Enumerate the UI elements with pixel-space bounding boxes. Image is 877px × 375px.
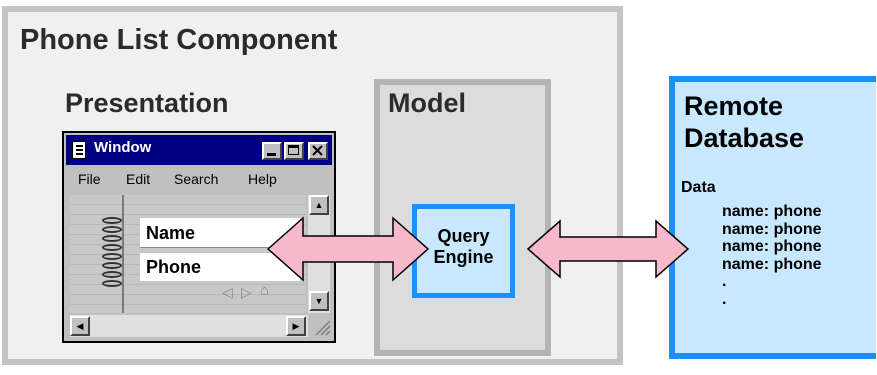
db-title-line-1: Remote (684, 91, 784, 121)
presentation-title: Presentation (65, 88, 229, 118)
db-record: name: phone (722, 255, 822, 273)
window-menubar: File Edit Search Help (66, 167, 332, 191)
name-field[interactable]: Name (140, 218, 300, 248)
db-record: name: phone (722, 238, 822, 256)
home-icon[interactable]: ⌂ (260, 282, 270, 299)
model-title: Model (388, 88, 466, 118)
scroll-up-icon[interactable]: ▲ (309, 195, 329, 215)
phone-field[interactable]: Phone (140, 253, 300, 281)
db-record: . (722, 290, 727, 308)
menu-icon[interactable] (72, 141, 86, 159)
db-record: name: phone (722, 203, 822, 220)
remote-database-title: Remote Database (684, 90, 804, 154)
menu-file[interactable]: File (78, 171, 101, 187)
scroll-left-icon[interactable]: ◀ (70, 316, 90, 336)
db-record: name: phone (722, 220, 822, 238)
maximize-icon[interactable] (284, 142, 304, 160)
nav-right-icon[interactable]: ▷ (241, 284, 252, 300)
db-records-list: name: phone name: phone name: phone name… (722, 203, 822, 309)
window-title: Window (94, 139, 152, 156)
close-icon[interactable] (308, 142, 328, 160)
query-engine-label: Query Engine (417, 226, 510, 268)
db-title-line-2: Database (684, 123, 805, 153)
menu-help[interactable]: Help (248, 171, 277, 187)
binder-rings-icon (100, 217, 124, 291)
query-engine-line-2: Engine (433, 247, 494, 267)
resize-grip-icon[interactable] (312, 317, 332, 337)
db-record: . (722, 273, 727, 291)
component-title: Phone List Component (20, 24, 338, 56)
scroll-down-icon[interactable]: ▼ (309, 291, 329, 311)
query-engine-line-1: Query (437, 226, 490, 246)
minimize-icon[interactable] (262, 142, 282, 160)
remote-database-box (669, 76, 876, 359)
nav-left-icon[interactable]: ◁ (222, 284, 233, 300)
window-titlebar[interactable]: Window (66, 135, 332, 165)
horizontal-scrollbar[interactable]: ◀ ▶ (70, 315, 308, 337)
model-database-arrow (526, 219, 690, 279)
menu-search[interactable]: Search (174, 171, 219, 187)
presentation-model-arrow (266, 216, 430, 282)
db-data-label: Data (681, 179, 716, 196)
binder-line (122, 195, 124, 313)
menu-edit[interactable]: Edit (126, 171, 151, 187)
scroll-right-icon[interactable]: ▶ (286, 316, 306, 336)
